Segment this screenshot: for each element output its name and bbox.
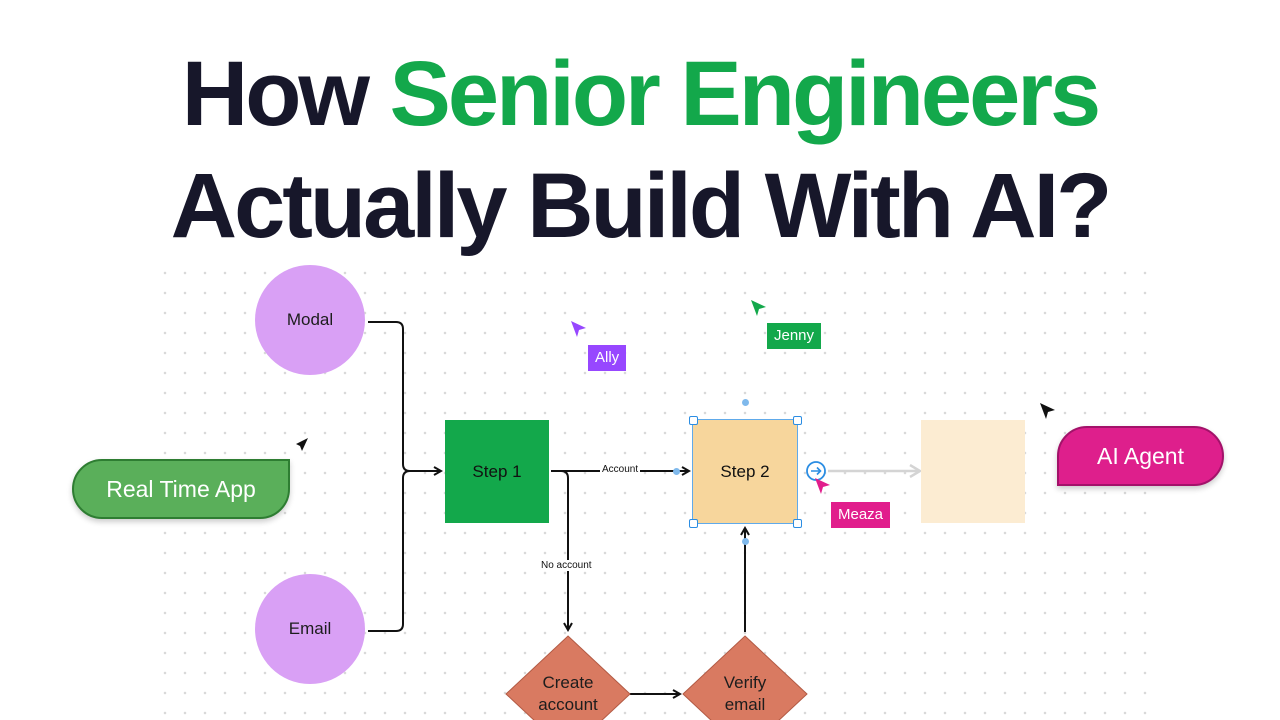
cursor-ally-icon [571, 321, 586, 337]
step-2-label: Step 2 [720, 461, 770, 481]
resize-handle-bottom-right[interactable] [793, 519, 802, 528]
ai-agent-label: AI Agent [1097, 442, 1184, 469]
cursor-icon [296, 438, 308, 451]
headline-line-2: Actually Build With AI? [170, 155, 1113, 257]
connector-point-left[interactable] [673, 468, 680, 475]
create-account-label: Create account [518, 672, 618, 716]
node-modal[interactable]: Modal [255, 265, 365, 375]
cursor-ai-agent-icon [1040, 403, 1055, 419]
collaborator-tag-meaza: Meaza [831, 502, 891, 528]
verify-email-line-1: Verify [723, 673, 767, 692]
cursor-meaza-icon [815, 478, 830, 494]
edge-label-no-account: No account [539, 560, 594, 571]
real-time-app-badge: Real Time App [72, 459, 290, 519]
diamond-create-account [505, 635, 631, 720]
step-1-label: Step 1 [472, 461, 522, 481]
node-step-1[interactable]: Step 1 [445, 420, 549, 523]
verify-email-line-2: email [724, 695, 766, 714]
create-account-line-2: account [538, 695, 598, 714]
connector-step1-create [551, 470, 568, 630]
connector-point-bottom[interactable] [742, 538, 749, 545]
connector-modal-step1 [368, 321, 441, 471]
collaborator-tag-ally: Ally [588, 345, 627, 371]
connector-email-step1 [368, 470, 411, 632]
resize-handle-top-left[interactable] [689, 416, 698, 425]
connector-point-top[interactable] [742, 399, 749, 406]
headline-highlight: Senior Engineers [389, 43, 1102, 145]
node-step-2[interactable]: Step 2 [693, 420, 797, 523]
headline-prefix: How [181, 43, 370, 145]
headline-line-1: How Senior Engineers [0, 48, 1280, 140]
collaborator-tag-jenny: Jenny [767, 323, 822, 349]
ghost-placeholder-node[interactable] [921, 420, 1025, 523]
node-email-label: Email [288, 619, 332, 638]
resize-handle-top-right[interactable] [793, 416, 802, 425]
diamond-verify-email [682, 635, 808, 720]
cursor-jenny-icon [751, 300, 766, 316]
node-email[interactable]: Email [255, 574, 365, 684]
ai-agent-badge: AI Agent [1057, 426, 1224, 486]
node-modal-label: Modal [286, 310, 334, 329]
resize-handle-bottom-left[interactable] [689, 519, 698, 528]
real-time-app-label: Real Time App [106, 475, 256, 502]
verify-email-label: Verify email [695, 672, 795, 716]
edge-label-account: Account [600, 464, 641, 475]
create-account-line-1: Create [542, 673, 594, 692]
